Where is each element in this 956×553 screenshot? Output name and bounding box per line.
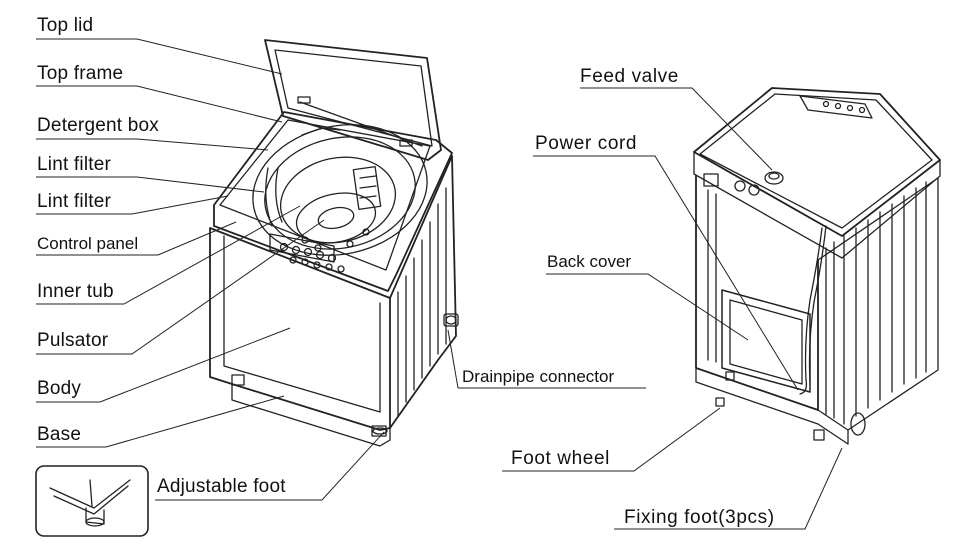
adjustable-foot-inset bbox=[35, 465, 149, 537]
body-shape bbox=[209, 155, 457, 431]
back-body-shape bbox=[695, 175, 939, 431]
label-fixing-foot: Fixing foot(3pcs) bbox=[624, 507, 775, 528]
label-inner-tub: Inner tub bbox=[37, 281, 114, 302]
front-washing-machine bbox=[209, 39, 459, 447]
label-pulsator: Pulsator bbox=[37, 330, 109, 351]
label-feed-valve: Feed valve bbox=[580, 66, 679, 87]
label-control-panel: Control panel bbox=[37, 234, 139, 253]
label-body: Body bbox=[37, 378, 82, 399]
back-feet-shape bbox=[695, 367, 866, 445]
back-washing-machine bbox=[693, 87, 941, 445]
label-top-frame: Top frame bbox=[37, 63, 124, 84]
label-drainpipe-connector: Drainpipe connector bbox=[462, 367, 615, 386]
inner-tub-shape bbox=[252, 124, 428, 256]
label-foot-wheel: Foot wheel bbox=[511, 448, 610, 469]
label-power-cord: Power cord bbox=[535, 133, 638, 154]
label-base: Base bbox=[37, 424, 82, 445]
back-cover-shape bbox=[721, 289, 811, 393]
label-detergent-box: Detergent box bbox=[37, 115, 159, 136]
base-shape bbox=[209, 374, 391, 447]
label-lint-filter-upper: Lint filter bbox=[37, 154, 112, 175]
leader-lines bbox=[36, 38, 843, 530]
label-top-lid: Top lid bbox=[37, 15, 94, 36]
label-lint-filter-lower: Lint filter bbox=[37, 191, 112, 212]
control-panel-shape bbox=[269, 233, 345, 273]
label-back-cover: Back cover bbox=[547, 252, 632, 271]
label-adjustable-foot: Adjustable foot bbox=[157, 476, 286, 497]
drainpipe-connector-shape bbox=[443, 313, 459, 327]
top-lid-shape bbox=[264, 39, 442, 161]
feed-valve-shape bbox=[703, 171, 784, 196]
top-frame-shape bbox=[213, 111, 453, 292]
back-top-shape bbox=[693, 87, 941, 259]
power-cord-shape bbox=[799, 225, 827, 395]
